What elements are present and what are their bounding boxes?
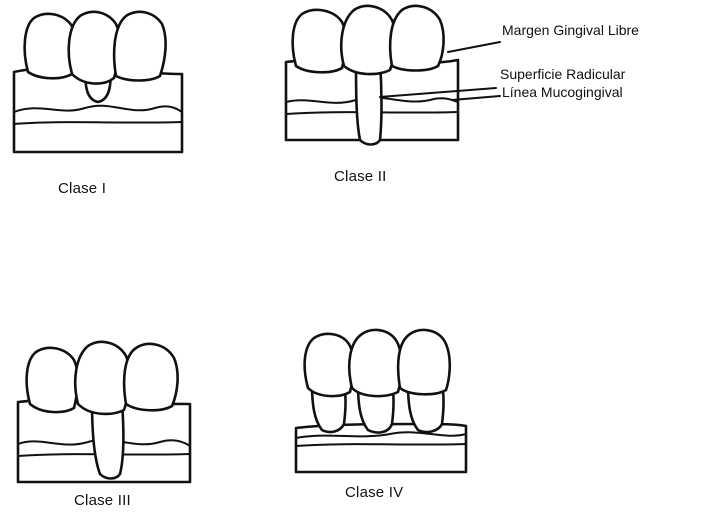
label-free-gingival-margin: Margen Gingival Libre <box>502 22 639 38</box>
caption-class-4: Clase IV <box>345 484 403 501</box>
caption-class-2: Clase II <box>334 168 386 185</box>
label-root-surface: Superficie Radicular <box>500 66 625 82</box>
caption-class-1: Clase I <box>58 180 106 197</box>
caption-class-3: Clase III <box>74 492 131 509</box>
label-mucogingival-line: Línea Mucogingival <box>502 84 623 100</box>
